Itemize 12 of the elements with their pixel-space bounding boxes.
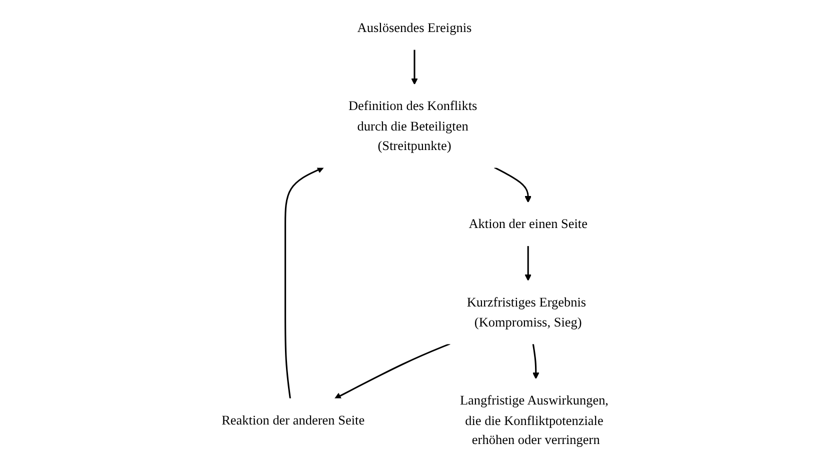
node-text: Definition des Konflikts durch die Beteiligten (Streitpunkte) — [348, 98, 478, 154]
node-text: Aktion der einen Seite — [469, 216, 588, 232]
node-text: Reaktion der anderen Seite — [222, 412, 365, 428]
arrow — [494, 166, 532, 203]
node-text: Auslösendes Ereignis — [358, 20, 472, 36]
arrow — [334, 343, 451, 399]
node-text: Kurzfristiges Ergebnis (Kompromiss, Sieg) — [467, 294, 586, 330]
arrow — [525, 246, 532, 282]
arrow — [284, 166, 324, 399]
arrow — [532, 344, 540, 380]
arrow — [411, 49, 418, 85]
node-text: Langfristige Auswirkungen, die die Konfliktpotenziale erhöhen oder verringern — [460, 392, 609, 448]
